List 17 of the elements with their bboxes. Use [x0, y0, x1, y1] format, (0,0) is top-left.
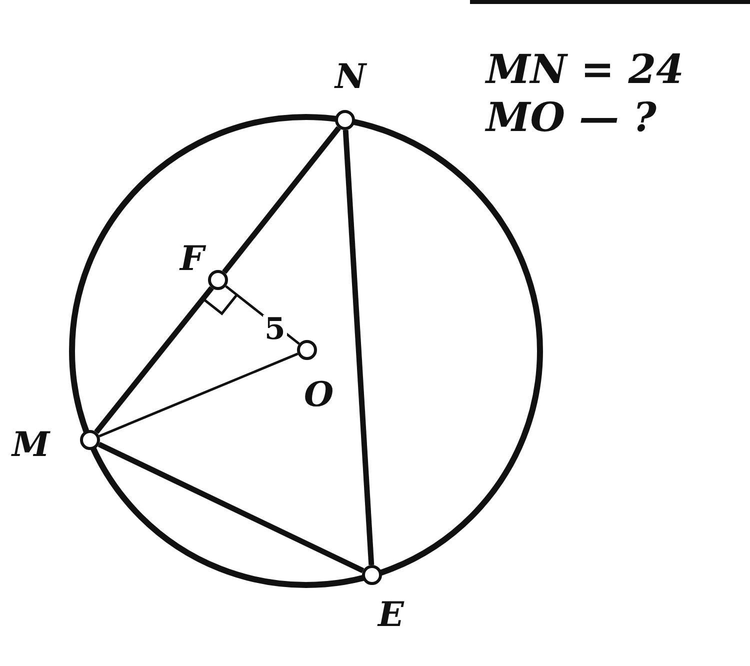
point-marker [80, 430, 100, 450]
point-label: O [304, 378, 334, 412]
point-marker [335, 110, 355, 130]
segment-line [98, 442, 364, 574]
segment-line [94, 286, 214, 434]
point-marker [208, 270, 228, 290]
point-marker [362, 565, 382, 585]
point-label: E [378, 598, 404, 632]
segment-line [222, 126, 341, 274]
point-label: M [12, 428, 50, 462]
given-text: MN = 24 [486, 50, 684, 90]
point-label: F [180, 242, 204, 276]
point-marker [297, 340, 317, 360]
given-text: MO — ? [486, 98, 656, 138]
segment-line [98, 352, 298, 438]
segment-line [342, 130, 374, 566]
point-label: N [335, 60, 366, 94]
